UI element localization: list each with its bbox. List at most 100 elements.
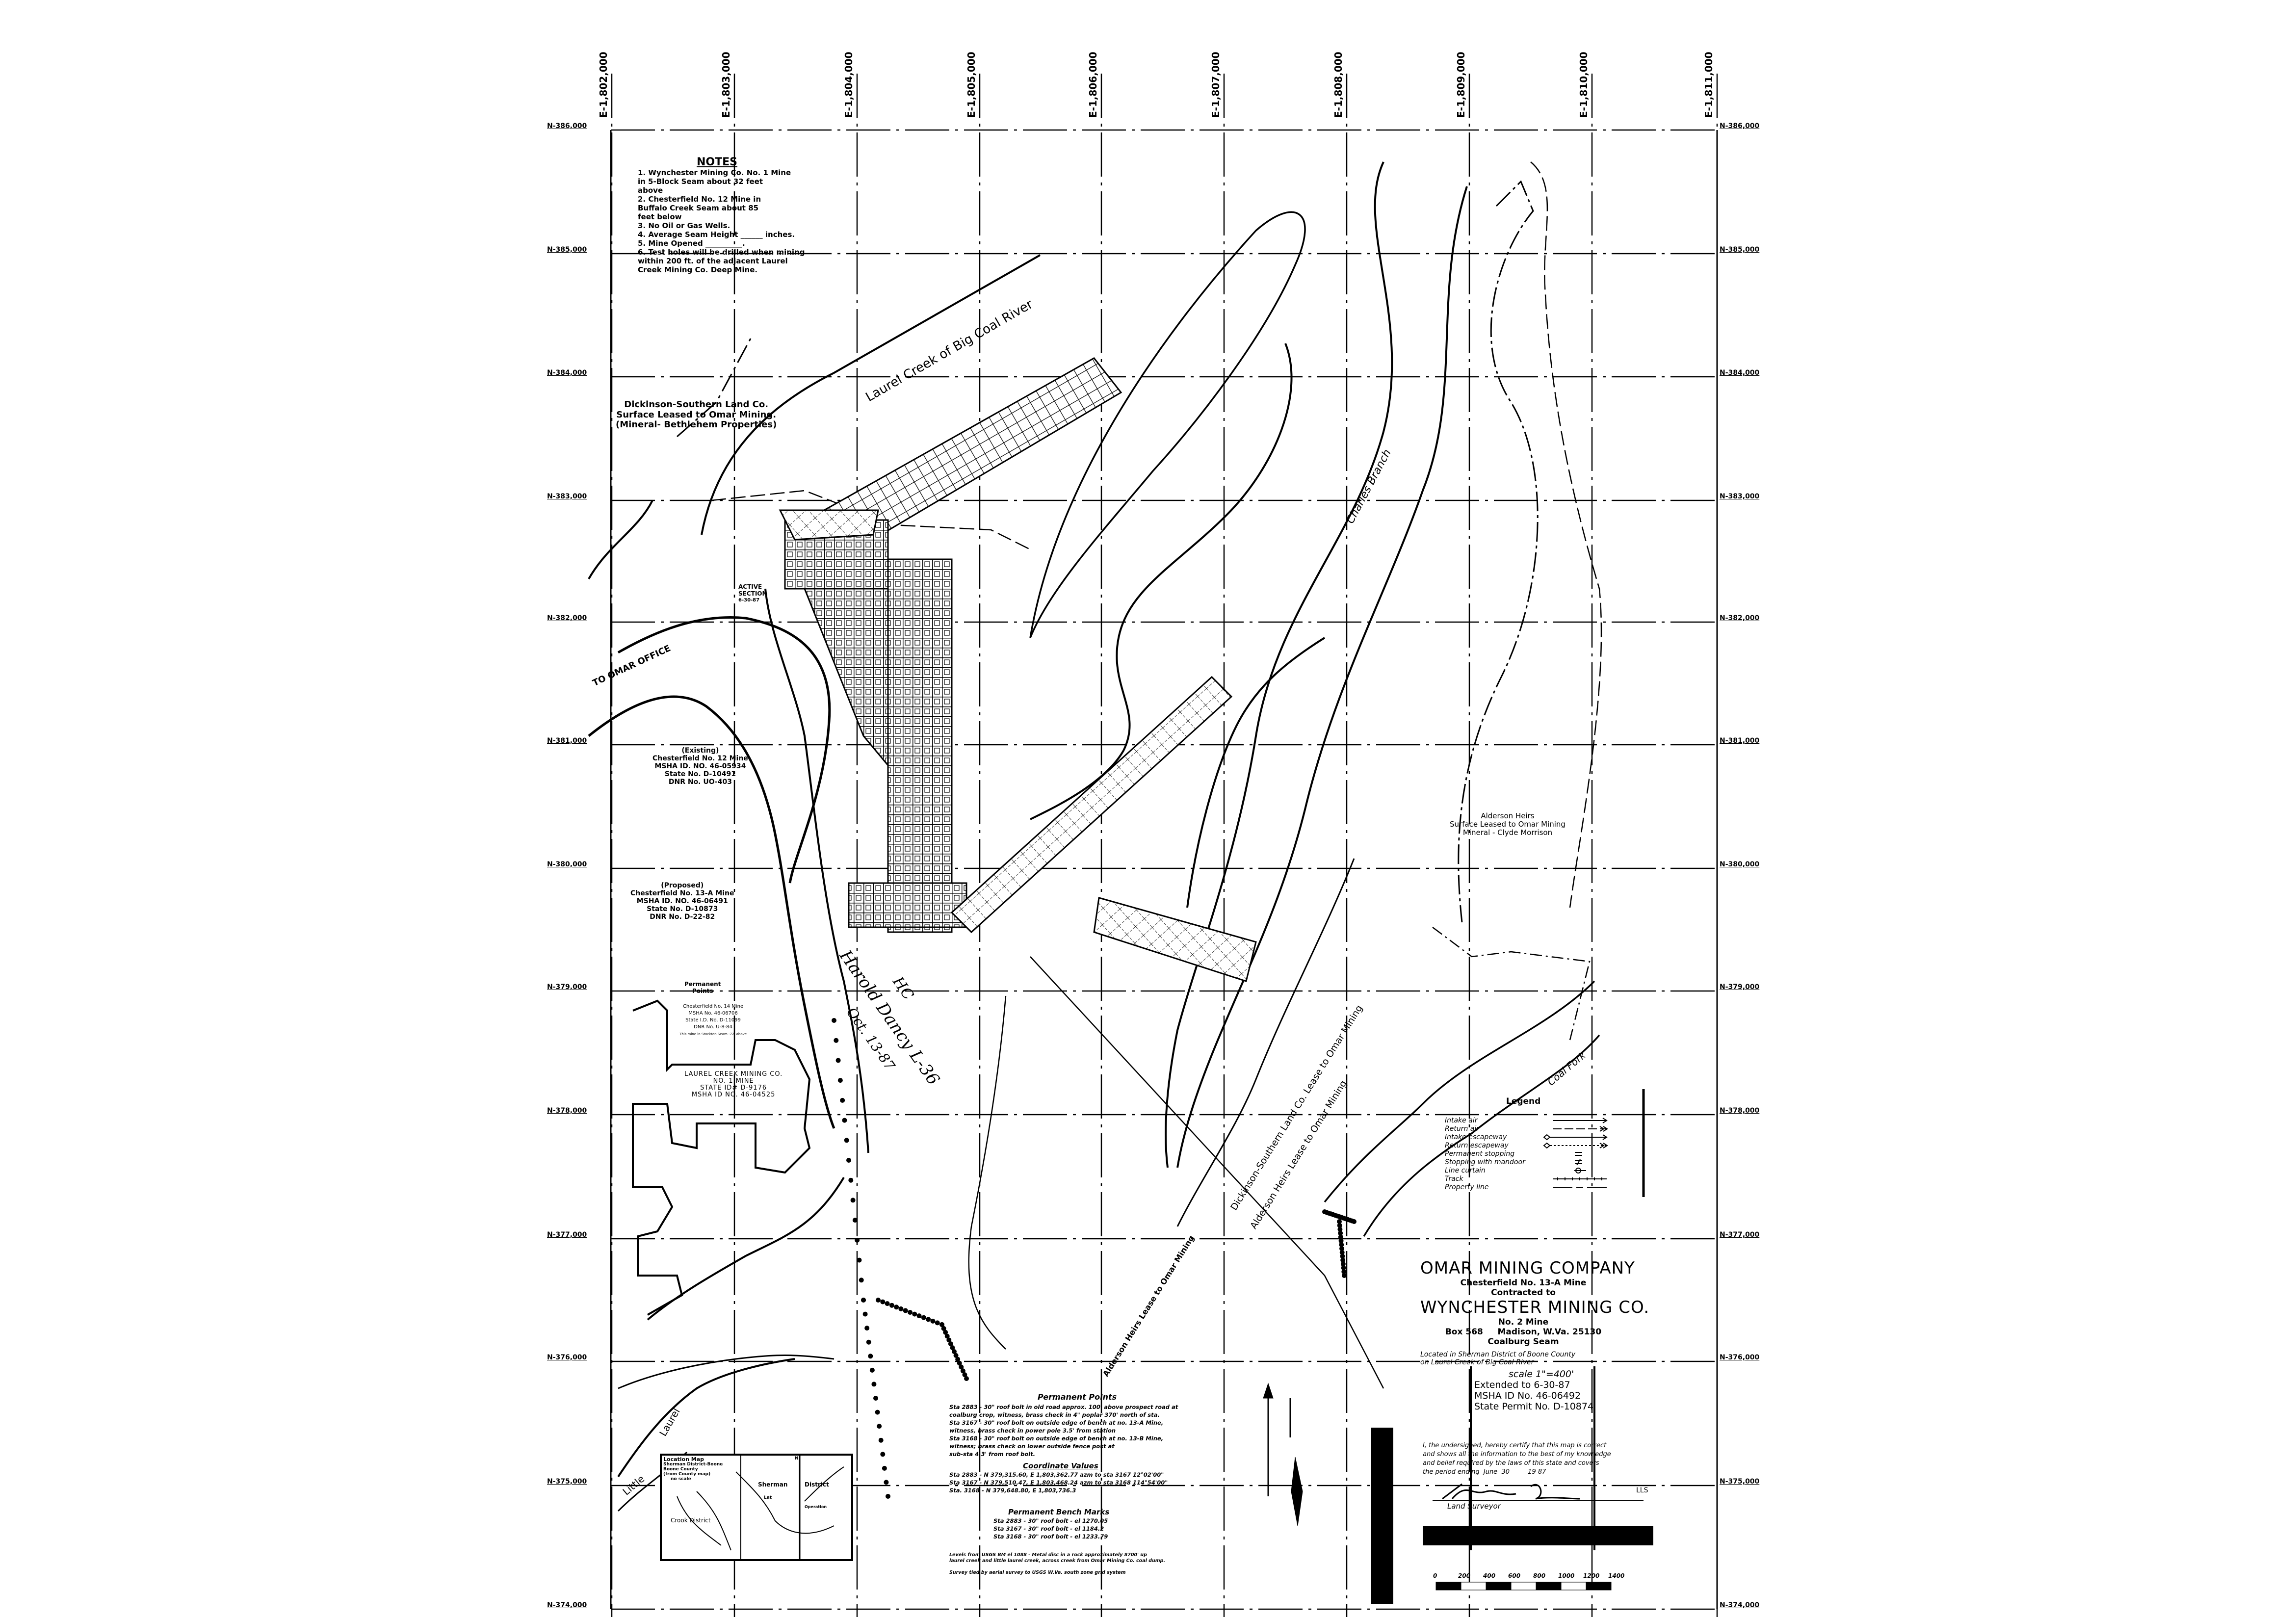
- boundary-dot: [846, 1158, 851, 1163]
- levels-note-line: Levels from USGS BM el 1088 - Metal disc…: [949, 1552, 1147, 1558]
- north-arrow-icon: [1263, 1382, 1303, 1526]
- legend-item: Line curtain: [1445, 1166, 1609, 1174]
- boundary-dot: [1341, 1269, 1347, 1275]
- legend-symbol-icon: [1575, 1151, 1582, 1156]
- label-line: Dickinson-Southern Land Co.: [624, 399, 769, 410]
- legend-symbol-icon: [1553, 1125, 1608, 1132]
- scan-black-strip: [1371, 1428, 1393, 1604]
- certification: I, the undersigned, hereby certify that …: [1423, 1441, 1611, 1477]
- legend-symbol-icon: [1543, 1142, 1608, 1148]
- scale-bar-segment: [1435, 1582, 1461, 1591]
- legend-item-label: Intake air: [1445, 1116, 1478, 1124]
- boundary-dot: [876, 1298, 881, 1303]
- contractor-mine: No. 2 Mine: [1498, 1317, 1549, 1327]
- easting-label: E-1,806,000: [1087, 52, 1099, 118]
- label-line: (Proposed): [661, 882, 704, 889]
- boundary-dot: [840, 1097, 845, 1103]
- legend-item: Return air: [1445, 1124, 1609, 1133]
- location-map-district: District: [805, 1481, 829, 1488]
- boundary-dot: [886, 1494, 890, 1499]
- legend-item-label: Line curtain: [1445, 1166, 1486, 1174]
- location-map-title: Location Map Sherman District-Boone Boon…: [663, 1457, 723, 1482]
- boundary-dot: [962, 1372, 967, 1378]
- scale-bar-tick-label: 1200: [1583, 1572, 1600, 1579]
- existing-mine-label: (Existing) Chesterfield No. 12 Mine MSHA…: [652, 747, 748, 786]
- boundary-dot: [880, 1452, 886, 1457]
- label-line: MSHA ID NO. 46-04525: [691, 1091, 776, 1098]
- boundary-dot: [916, 1313, 922, 1319]
- label-line: SECTION: [738, 590, 767, 597]
- note-line: 6. Test holes will be drilled when minin…: [638, 248, 805, 257]
- boundary-dot: [948, 1341, 953, 1347]
- scale-bar-tick-label: 400: [1483, 1572, 1496, 1579]
- northing-label: N-376,000: [547, 1354, 587, 1361]
- notes-title: NOTES: [697, 156, 737, 168]
- scale-bar-tick-label: 1400: [1608, 1572, 1625, 1579]
- boundary-dot: [944, 1333, 950, 1339]
- northing-label: N-379,000: [1720, 983, 1760, 991]
- boundary-dot: [1340, 1253, 1345, 1259]
- scale-bar-segment: [1561, 1582, 1587, 1591]
- northing-label: N-379,000: [547, 983, 587, 991]
- legend-item-label: Track: [1445, 1174, 1463, 1183]
- easting-label: E-1,804,000: [843, 52, 855, 118]
- easting-label: E-1,802,000: [598, 52, 609, 118]
- company-name: OMAR MINING COMPANY: [1420, 1258, 1635, 1278]
- permanent-points-marker-label: Permanent Points: [684, 981, 721, 995]
- legend-item-label: Permanent stopping: [1445, 1149, 1515, 1158]
- levels-note-line: laurel creek and little laurel creek, ac…: [949, 1558, 1166, 1564]
- northing-label: N-382,000: [1720, 614, 1760, 622]
- boundary-dot: [955, 1356, 961, 1362]
- bench-mark-line: Sta 2883 - 30" roof bolt - el 1270.05: [993, 1517, 1108, 1524]
- lls-suffix: LLS: [1636, 1487, 1648, 1494]
- chesterfield-14-label: Chesterfield No. 14 Mine MSHA No. 46-067…: [679, 1003, 747, 1038]
- boundary-dot: [842, 1118, 847, 1123]
- label-line: Sherman District-Boone: [663, 1462, 723, 1467]
- easting-label: E-1,809,000: [1455, 52, 1467, 118]
- boundary-dot: [1337, 1219, 1342, 1224]
- boundary-dot: [1339, 1246, 1344, 1251]
- coordinate-line: Sta 3167 - N 379,510.47, E 1,803,468.24 …: [949, 1479, 1168, 1486]
- label-line: MSHA ID. NO. 46-05934: [654, 762, 746, 771]
- note-line: above: [638, 186, 663, 195]
- easting-label: E-1,803,000: [720, 52, 732, 118]
- boundary-dot: [857, 1257, 862, 1263]
- northing-label: N-384,000: [547, 369, 587, 377]
- boundary-dot: [862, 1311, 868, 1317]
- msha-id: MSHA ID No. 46-06492: [1474, 1390, 1581, 1401]
- label-line: Chesterfield No. 12 Mine: [652, 755, 748, 763]
- permanent-point-line: Sta 3168 - 30" roof bolt on outside edge…: [949, 1435, 1164, 1442]
- boundary-dot: [850, 1198, 856, 1203]
- northing-label: N-376,000: [1720, 1354, 1760, 1361]
- location-map-sherman: Sherman: [758, 1481, 788, 1488]
- northing-label: N-381,000: [547, 737, 587, 745]
- laurel-creek-stream: [701, 254, 1041, 535]
- boundary-dot: [1337, 1226, 1343, 1232]
- scale-bar: [1435, 1582, 1612, 1591]
- boundary-dot: [852, 1218, 858, 1223]
- permanent-point-line: sub-sta 4.3' from roof bolt.: [949, 1451, 1036, 1458]
- notes-block: NOTES 1. Wynchester Mining Co. No. 1 Min…: [638, 156, 805, 274]
- boundary-dot: [1338, 1234, 1343, 1240]
- northing-label: N-375,000: [1720, 1478, 1760, 1486]
- legend-item: Stopping with mandoor: [1445, 1158, 1609, 1166]
- scale-bar-segment: [1461, 1582, 1487, 1591]
- boundary-dot: [889, 1303, 894, 1308]
- permanent-point-line: Sta 2883 - 30" roof bolt in old road app…: [949, 1404, 1178, 1410]
- label-line: (Mineral- Bethlehem Properties): [616, 419, 777, 430]
- legend-symbol-icon: [1543, 1134, 1608, 1140]
- boundary-dot: [935, 1320, 940, 1326]
- state-permit: State Permit No. D-10874: [1474, 1401, 1594, 1412]
- boundary-dot: [912, 1311, 917, 1317]
- boundary-dot: [941, 1326, 946, 1331]
- boundary-dot: [859, 1278, 864, 1283]
- boundary-dot: [880, 1299, 886, 1304]
- boundary-dot: [878, 1437, 884, 1443]
- easting-label: E-1,807,000: [1210, 52, 1222, 118]
- legend-item: Property line: [1445, 1183, 1609, 1191]
- location-map-lat: Lat: [764, 1495, 772, 1500]
- northing-label: N-385,000: [1720, 246, 1760, 254]
- scale-bar-segment: [1536, 1582, 1562, 1591]
- boundary-dot: [837, 1078, 843, 1083]
